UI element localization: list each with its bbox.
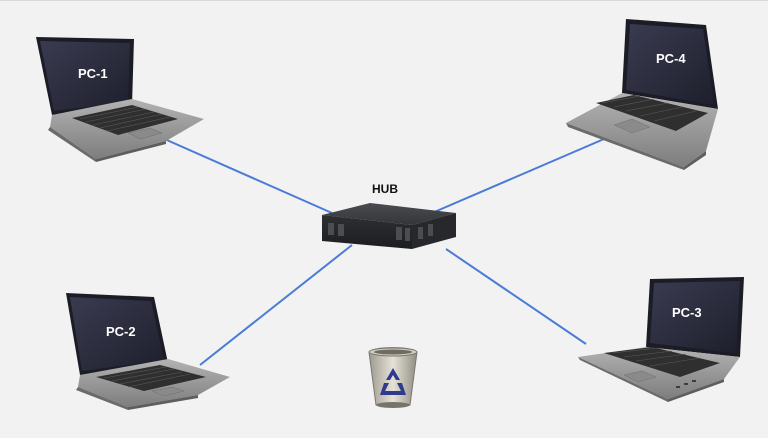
cable-pc1-hub	[159, 136, 333, 214]
laptop-icon	[66, 293, 230, 410]
pc1-label: PC-1	[78, 66, 108, 81]
cable-pc3-hub	[445, 248, 587, 345]
recycle-bin[interactable]	[368, 347, 418, 408]
laptop-pc3[interactable]: PC-3	[578, 277, 744, 402]
connections	[159, 136, 605, 366]
laptop-pc4[interactable]: PC-4	[566, 19, 718, 170]
network-hub-icon	[322, 203, 456, 249]
hub-label: HUB	[372, 182, 398, 196]
pc3-label: PC-3	[672, 305, 702, 320]
laptop-icon	[578, 277, 744, 402]
laptop-pc1[interactable]: PC-1	[36, 37, 204, 162]
cable-pc2-hub	[199, 244, 353, 366]
laptop-icon	[36, 37, 204, 162]
network-hub[interactable]: HUB	[322, 182, 456, 249]
laptop-pc2[interactable]: PC-2	[66, 293, 230, 410]
recycle-bin-icon	[368, 347, 418, 408]
pc2-label: PC-2	[106, 324, 136, 339]
cable-pc4-hub	[431, 138, 605, 214]
pc4-label: PC-4	[656, 51, 686, 66]
laptop-icon	[566, 19, 718, 170]
